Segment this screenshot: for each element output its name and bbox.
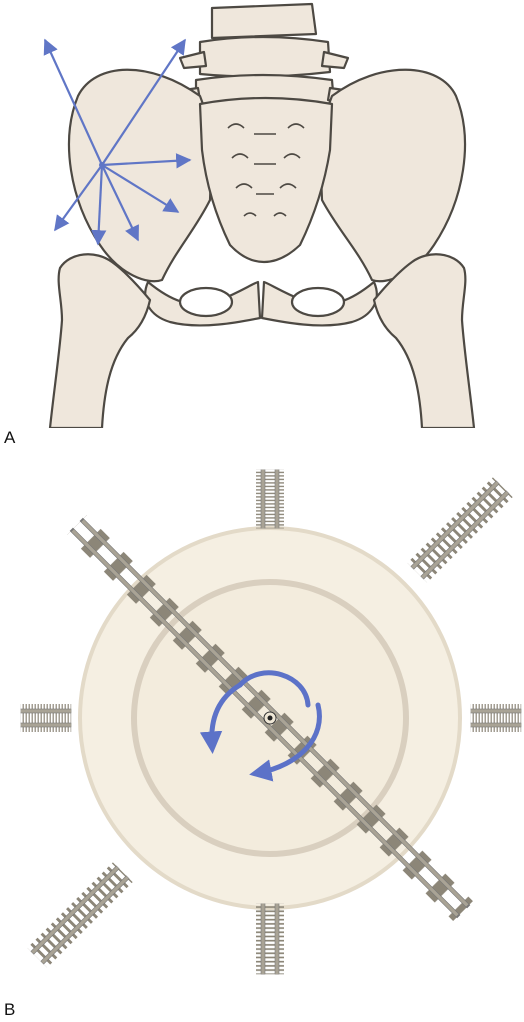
origin-point: [99, 162, 105, 168]
turntable-illustration: [0, 455, 524, 1000]
pivot-point: [268, 716, 273, 721]
pelvis-diagram: [0, 0, 524, 428]
pelvis-illustration: [0, 0, 524, 428]
left-femur: [50, 254, 150, 428]
right-ilium: [321, 70, 465, 281]
turntable-diagram: [0, 455, 524, 1000]
panel-label-b: B: [4, 1000, 15, 1020]
panel-label-a: A: [4, 428, 15, 448]
sacrum: [200, 98, 332, 262]
left-ilium: [69, 70, 211, 281]
lumbar-vertebra: [170, 4, 358, 109]
